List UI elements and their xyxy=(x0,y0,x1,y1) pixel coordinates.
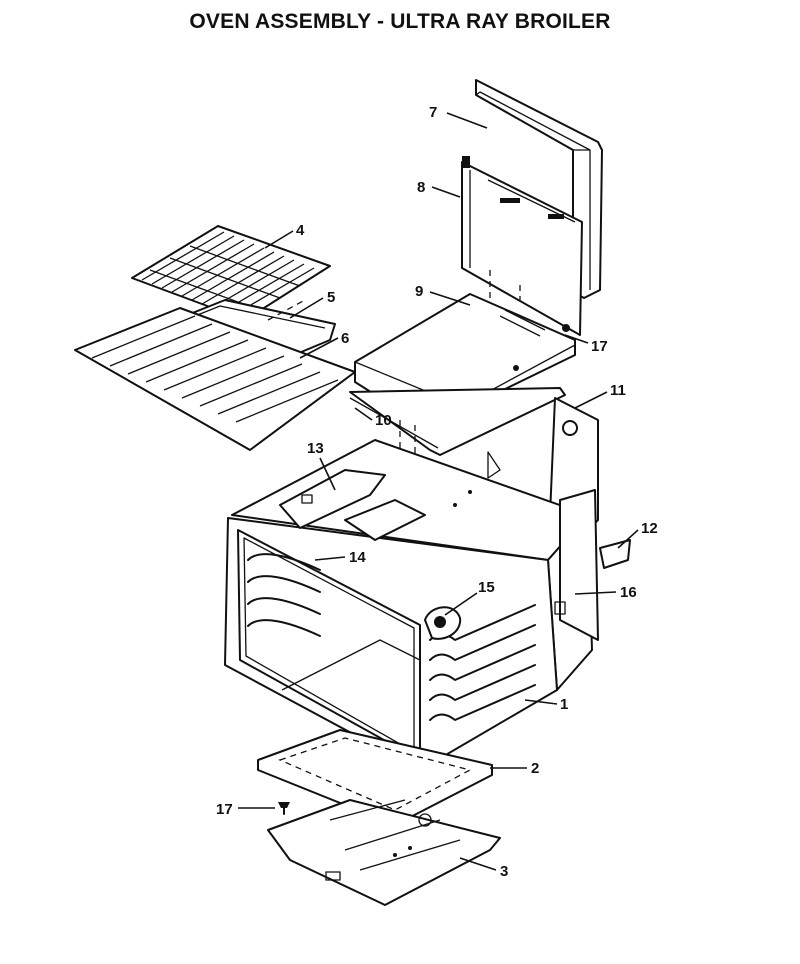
callout-15: 15 xyxy=(478,579,495,596)
callout-17-upper: 17 xyxy=(591,338,608,355)
callout-13: 13 xyxy=(307,440,324,457)
callout-16: 16 xyxy=(620,584,637,601)
callout-7: 7 xyxy=(429,104,437,121)
part-8-panel xyxy=(461,156,583,336)
callout-labels: 1 2 3 4 5 6 7 8 9 10 11 12 13 14 15 16 1… xyxy=(216,104,658,880)
part-2-bottom-panel xyxy=(257,729,493,826)
diagram-title: OVEN ASSEMBLY - ULTRA RAY BROILER xyxy=(189,10,611,33)
oven-cavity xyxy=(224,439,593,771)
callout-11: 11 xyxy=(610,382,626,399)
part-8-guide xyxy=(489,270,521,300)
callout-8: 8 xyxy=(417,179,425,196)
callout-5: 5 xyxy=(327,289,335,306)
part-9-broiler xyxy=(354,293,576,421)
part-15-fitting xyxy=(424,606,462,640)
callout-6: 6 xyxy=(341,330,349,347)
callout-10: 10 xyxy=(375,412,392,429)
callout-17-lower: 17 xyxy=(216,801,233,818)
part-7-panel xyxy=(475,79,603,299)
callout-1: 1 xyxy=(560,696,568,713)
part-6-rack xyxy=(74,307,356,451)
part-17-screw xyxy=(278,802,290,815)
callout-4: 4 xyxy=(296,222,305,239)
callout-2: 2 xyxy=(531,760,539,777)
callout-14: 14 xyxy=(349,549,366,566)
part-3-pan xyxy=(267,799,501,906)
leader-lines xyxy=(238,112,639,871)
callout-9: 9 xyxy=(415,283,423,300)
callout-12: 12 xyxy=(641,520,658,537)
part-12-clip xyxy=(599,539,631,569)
part-16-panel xyxy=(554,489,599,641)
callout-3: 3 xyxy=(500,863,508,880)
part-14-rack-guides xyxy=(247,553,321,637)
